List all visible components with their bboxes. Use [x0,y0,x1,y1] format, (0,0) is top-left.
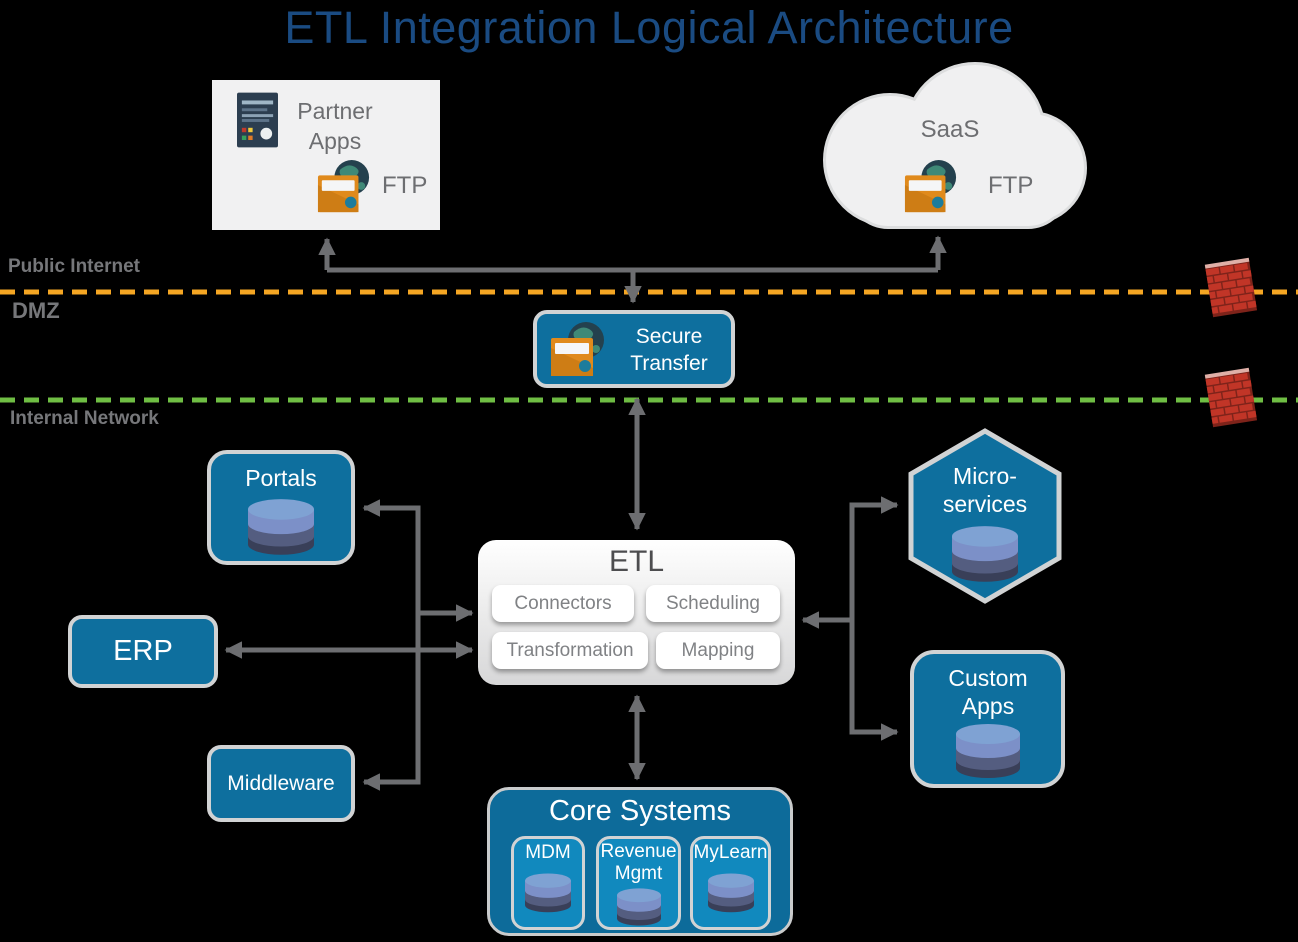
etl-label: ETL [608,545,665,578]
custom-apps-node: Custom Apps [910,650,1065,788]
arrow-micro-customapps [849,496,899,741]
core-systems-node: Core Systems MDM Revenue Mgmt MyLearn [487,787,793,936]
custom-apps-label: Custom Apps [948,665,1028,719]
etl-component-connectors: Connectors [492,585,634,622]
database-icon [952,526,1018,582]
revenue-mgmt-label: Revenue Mgmt [600,841,677,884]
etl-component-mapping: Mapping [656,632,780,669]
app-server-icon [237,92,278,148]
etl-component-scheduling: Scheduling [646,585,780,622]
partner-apps-ftp-label: FTP [382,172,428,199]
secure-transfer-label: Secure Transfer [630,325,708,375]
erp-node: ERP [68,615,218,688]
firewall-icon [1204,367,1258,428]
database-icon [248,499,314,555]
mdm-label: MDM [525,842,571,863]
secure-transfer-node: Secure Transfer [533,310,735,388]
database-icon [707,873,754,913]
ftp-folder-icon [317,160,370,213]
arrow-portals-middleware [362,499,421,791]
zone-label-dmz: DMZ [12,298,60,323]
zone-label-internal-network: Internal Network [10,408,159,429]
partner-apps-label: Partner Apps [297,98,373,154]
microservices-node: Micro-services [908,428,1062,604]
middleware-label: Middleware [227,771,335,795]
partner-apps-node: Partner Apps FTP [212,80,440,230]
microservices-label: Micro-services [942,463,1028,517]
middleware-node: Middleware [207,745,355,822]
database-icon [616,888,661,926]
erp-label: ERP [113,635,173,667]
zone-label-public-internet: Public Internet [8,256,140,277]
saas-node: SaaS FTP [810,60,1090,230]
saas-label: SaaS [920,116,980,143]
portals-node: Portals [207,450,355,565]
core-sub-mylearn: MyLearn [690,836,771,930]
core-sub-mdm: MDM [511,836,585,930]
etl-component-transformation: Transformation [492,632,648,669]
mylearn-label: MyLearn [693,842,768,863]
database-icon [525,873,571,913]
ftp-folder-icon [904,160,957,213]
page-title: ETL Integration Logical Architecture [284,2,1014,53]
portals-label: Portals [245,465,317,491]
saas-ftp-label: FTP [988,172,1034,199]
database-icon [955,724,1020,778]
firewall-icon [1204,257,1258,318]
hexagon-shape [908,428,1062,604]
etl-node: ETL Connectors Scheduling Transformation… [478,540,795,685]
core-systems-label: Core Systems [548,795,732,827]
core-sub-revenue-mgmt: Revenue Mgmt [596,836,681,930]
ftp-folder-icon [551,322,604,376]
